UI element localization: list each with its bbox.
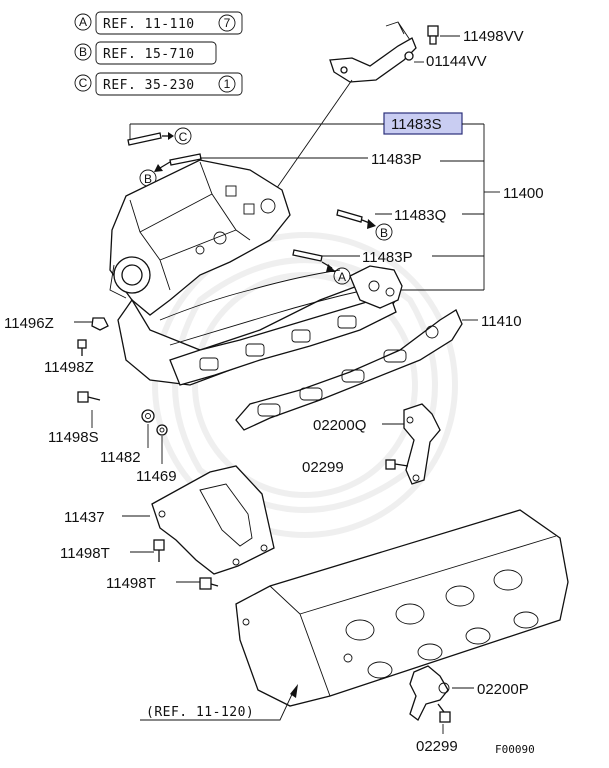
label-11410[interactable]: 11410: [481, 313, 522, 330]
bolt-11498vv-drawing[interactable]: [427, 25, 439, 45]
ref-a-text: REF. 11-110: [103, 17, 195, 32]
bracket-02200q-drawing[interactable]: [403, 403, 441, 485]
ref-a-circle: [74, 13, 92, 31]
stud-11483s-drawing[interactable]: C: [127, 123, 384, 146]
label-11498z[interactable]: 11498Z: [44, 359, 94, 376]
bracket-01144vv-drawing[interactable]: [329, 21, 417, 83]
ref-c-box: [95, 72, 243, 96]
label-02200q[interactable]: 02200Q: [313, 417, 366, 434]
label-11496z[interactable]: 11496Z: [4, 315, 54, 332]
ref-b-text: REF. 15-710: [103, 47, 195, 62]
ref-c-circle: [74, 74, 92, 92]
label-11437[interactable]: 11437: [64, 509, 105, 526]
bolt-02299-bottom-drawing[interactable]: [437, 703, 451, 723]
callout-a-1: A: [338, 270, 346, 284]
bolt-11498t-1-drawing[interactable]: [153, 539, 165, 562]
label-11498s[interactable]: 11498S: [48, 429, 99, 446]
label-02299-bottom[interactable]: 02299: [416, 738, 458, 755]
nut-11482-drawing[interactable]: [141, 409, 155, 423]
ref-c-letter: C: [79, 76, 88, 90]
callout-c-1: C: [179, 130, 188, 144]
label-11469[interactable]: 11469: [136, 468, 177, 485]
ref-b-box: [95, 41, 217, 65]
label-02200p[interactable]: 02200P: [477, 681, 529, 698]
callout-b-1: B: [144, 172, 152, 186]
label-11400[interactable]: 11400: [503, 185, 544, 202]
callout-b-2: B: [380, 226, 388, 240]
label-11483p-mid[interactable]: 11483P: [362, 249, 413, 266]
ref-c-num: 1: [224, 77, 231, 91]
label-02299-top[interactable]: 02299: [302, 459, 344, 476]
washer-11469-drawing[interactable]: [156, 424, 168, 436]
highlight-11483s[interactable]: [383, 112, 463, 135]
bracket-02200p-drawing[interactable]: [409, 665, 450, 721]
label-11483s[interactable]: 11483S: [391, 116, 442, 133]
ref-a-num-circle: [218, 14, 236, 32]
leader-bracket-to-manifold: [264, 79, 353, 206]
ref-b-letter: B: [79, 45, 87, 59]
ref-b-circle: [74, 43, 92, 61]
ref-c-num-circle: [218, 75, 236, 93]
bolt-02299-top-drawing[interactable]: [385, 459, 409, 470]
bracket-11496z-drawing[interactable]: [91, 317, 109, 331]
ref-row-a[interactable]: A REF. 11-110 7: [74, 11, 243, 35]
stud-11483q-drawing[interactable]: B: [336, 209, 393, 241]
ref-row-c[interactable]: C REF. 35-230 1: [74, 72, 243, 96]
heat-shield-11437-drawing[interactable]: [151, 465, 275, 575]
label-11498t-1[interactable]: 11498T: [60, 545, 110, 562]
ref-row-b[interactable]: B REF. 15-710: [74, 41, 217, 65]
ref-legend: A REF. 11-110 7 B REF. 15-710 C REF. 35-…: [74, 11, 243, 96]
label-01144vv[interactable]: 01144VV: [426, 53, 487, 70]
bottom-ref-text: (REF. 11-120): [146, 705, 254, 720]
stud-11483p-top-drawing[interactable]: B: [139, 153, 368, 187]
bottom-ref-callout[interactable]: (REF. 11-120): [140, 684, 298, 721]
label-11498t-2[interactable]: 11498T: [106, 575, 156, 592]
cylinder-head-drawing[interactable]: [235, 509, 569, 707]
bolt-11498z-drawing[interactable]: [77, 339, 87, 356]
figure-id: F00090: [495, 743, 535, 756]
ref-a-num: 7: [224, 16, 231, 30]
label-11483p-top[interactable]: 11483P: [371, 151, 422, 168]
label-11498vv[interactable]: 11498VV: [463, 28, 524, 45]
bolt-11498s-drawing[interactable]: [77, 391, 101, 403]
ref-a-box: [95, 11, 243, 35]
stud-11483p-mid-drawing[interactable]: A: [292, 249, 351, 285]
ref-a-letter: A: [79, 15, 87, 29]
gasket-11410-drawing[interactable]: [235, 309, 463, 431]
label-11483q[interactable]: 11483Q: [394, 207, 446, 224]
ref-c-text: REF. 35-230: [103, 78, 195, 93]
intake-manifold-drawing[interactable]: [109, 159, 403, 386]
label-11482[interactable]: 11482: [100, 449, 141, 466]
bolt-11498t-2-drawing[interactable]: [199, 577, 219, 590]
